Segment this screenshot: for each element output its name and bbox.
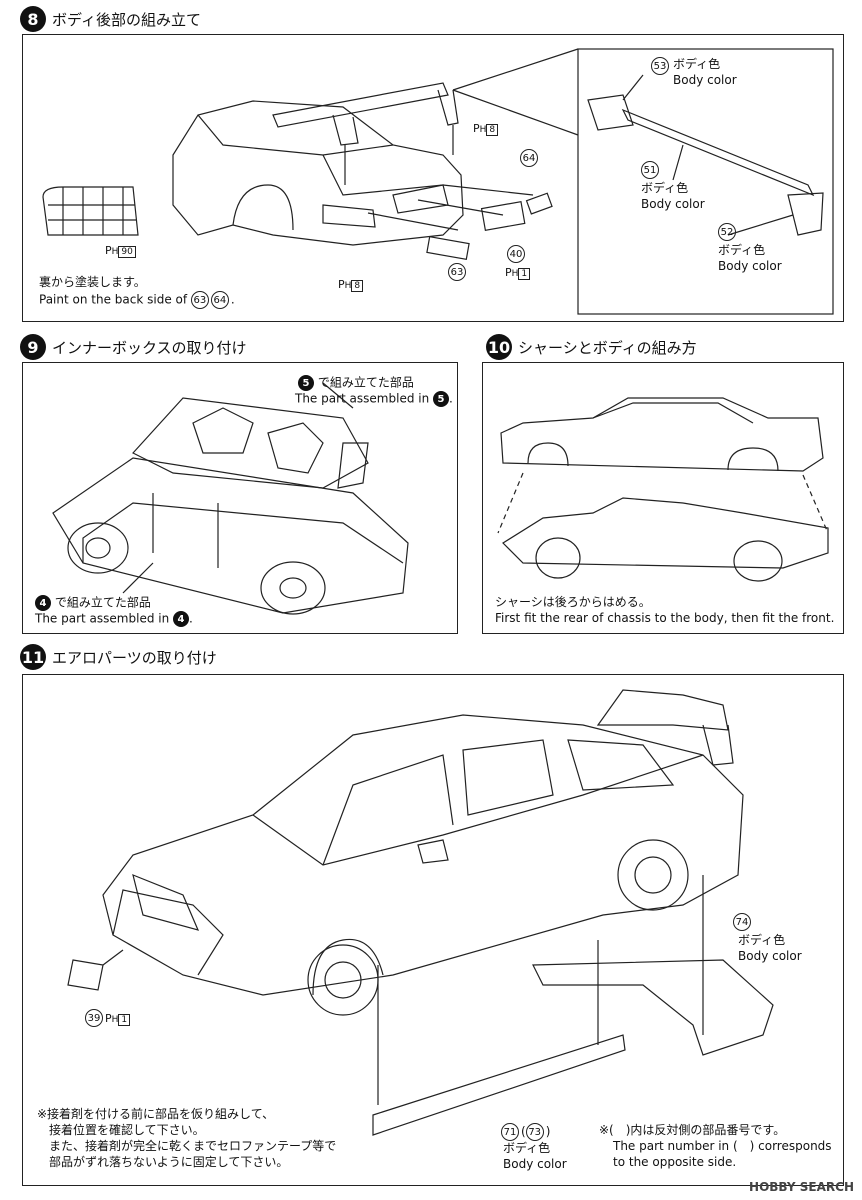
step-8-header: 8 ボディ後部の組み立て: [20, 6, 201, 32]
body-color-jp-52: ボディ色: [718, 243, 766, 257]
part-53-marker: 53: [651, 57, 669, 75]
assembly-note-1: ※接着剤を付ける前に部品を仮り組みして、: [37, 1107, 275, 1121]
rear-body-drawing: [42, 48, 834, 315]
step-number: 10: [486, 334, 512, 360]
body-color-en-52: Body color: [718, 259, 782, 273]
step-11-header: 11 エアロパーツの取り付け: [20, 644, 217, 670]
step-number: 8: [20, 6, 46, 32]
ref-4-en: The part assembled in 4.: [35, 611, 193, 627]
body-color-jp-53: ボディ色: [673, 57, 721, 71]
step-9-panel: 5 で組み立てた部品 The part assembled in 5. 4 で組…: [22, 362, 458, 634]
part-74-marker: 74: [733, 913, 751, 931]
chassis-body-drawing: [497, 397, 829, 582]
assembly-note-4: 部品がずれ落ちないように固定して下さい。: [49, 1155, 289, 1169]
part-63-marker: 63: [448, 263, 466, 281]
aero-parts-drawing: [67, 689, 774, 1136]
part-52-marker: 52: [718, 223, 736, 241]
opposite-note-en-1: The part number in ( ) corresponds: [613, 1139, 832, 1153]
part-71-73-label: 71(73): [501, 1123, 550, 1141]
part-64-marker: 64: [520, 149, 538, 167]
part-40-marker: 40: [507, 245, 525, 263]
body-color-en-51: Body color: [641, 197, 705, 211]
assembly-note-2: 接着位置を確認して下さい。: [49, 1123, 205, 1137]
body-color-jp-71: ボディ色: [503, 1141, 551, 1155]
step-number: 11: [20, 644, 46, 670]
step-title: エアロパーツの取り付け: [52, 648, 217, 667]
step-title: シャーシとボディの組み方: [518, 338, 697, 357]
step-10-panel: シャーシは後ろからはめる。 First fit the rear of chas…: [482, 362, 844, 634]
ref-5-en: The part assembled in 5.: [295, 391, 453, 407]
opposite-note-en-2: to the opposite side.: [613, 1155, 737, 1169]
step-title: インナーボックスの取り付け: [52, 338, 247, 357]
step-9-header: 9 インナーボックスの取り付け: [20, 334, 247, 360]
assembly-note-3: また、接着剤が完全に乾くまでセロファンテープ等で: [49, 1139, 337, 1153]
step-title: ボディ後部の組み立て: [52, 10, 201, 29]
step-number: 9: [20, 334, 46, 360]
chassis-note-en: First fit the rear of chassis to the bod…: [495, 611, 835, 625]
body-color-en-74: Body color: [738, 949, 802, 963]
body-color-jp-51: ボディ色: [641, 181, 689, 195]
step-8-panel: 53 ボディ色 Body color 51 ボディ色 Body color 52…: [22, 34, 844, 322]
opposite-note-jp: ※( )内は反対側の部品番号です。: [599, 1123, 786, 1137]
body-color-jp-74: ボディ色: [738, 933, 786, 947]
ref-4-jp: 4 で組み立てた部品: [35, 595, 151, 611]
paint-note-jp: 裏から塗装します。: [39, 275, 146, 289]
body-color-en-53: Body color: [673, 73, 737, 87]
step-10-header: 10 シャーシとボディの組み方: [486, 334, 697, 360]
chassis-note-jp: シャーシは後ろからはめる。: [495, 595, 651, 609]
body-color-en-71: Body color: [503, 1157, 567, 1171]
inner-box-drawing: [52, 382, 409, 615]
ref-5-jp: 5 で組み立てた部品: [298, 375, 414, 391]
watermark: HOBBY SEARCH: [749, 1180, 854, 1194]
part-51-marker: 51: [641, 161, 659, 179]
